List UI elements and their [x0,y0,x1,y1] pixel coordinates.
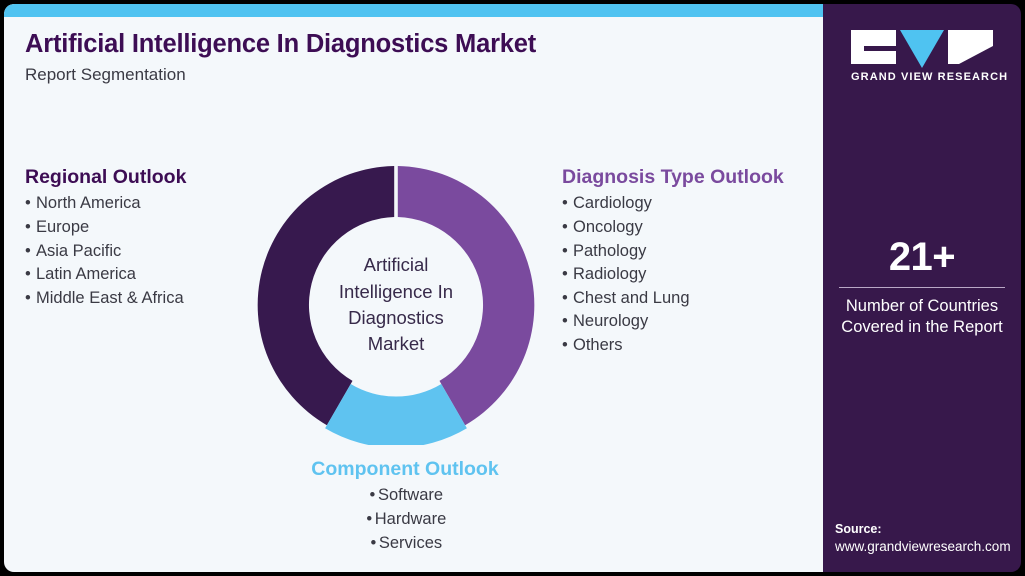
list-item-label: Services [378,533,443,552]
list-item-label: Cardiology [573,194,652,213]
countries-stat: 21+ Number of Countries Covered in the R… [835,236,1009,339]
source-label: Source: [835,521,882,536]
brand-sidebar: GRAND VIEW RESEARCH 21+ Number of Countr… [823,4,1021,572]
donut-segment-component [325,384,467,445]
bullet-icon: • [25,265,31,284]
list-item-label: Asia Pacific [36,241,122,260]
list-item: • Neurology [562,310,784,334]
regional-outlook-list: • North America • Europe • Asia Pacific • La… [25,192,186,310]
list-item-label: Radiology [573,265,647,284]
bullet-icon: • [370,533,377,552]
list-item: • Latin America [25,263,186,287]
source-block: Source: www.grandviewresearch.com [835,521,1019,556]
list-item: • Middle East & Africa [25,287,186,311]
diagnosis-type-outlook-list: • Cardiology • Oncology • Pathology • Radiol… [562,192,784,357]
list-item: •Services [300,532,510,556]
list-item: • Others [562,334,784,358]
list-item-label: Middle East & Africa [36,288,184,307]
logo-letter-g-icon [851,30,896,64]
diagnosis-type-outlook-heading: Diagnosis Type Outlook [562,166,784,188]
source-url[interactable]: www.grandviewresearch.com [835,538,1011,554]
list-item-label: Chest and Lung [573,288,690,307]
list-item-label: Europe [36,217,90,236]
list-item-label: Hardware [374,509,447,528]
bullet-icon: • [25,217,31,236]
stat-label-line-1: Number of Countries [845,297,999,315]
bullet-icon: • [25,194,31,213]
grand-view-research-logo: GRAND VIEW RESEARCH [851,30,1009,83]
logo-letter-v-triangle-icon [900,30,944,68]
regional-outlook-heading: Regional Outlook [25,166,187,188]
bullet-icon: • [25,241,31,260]
logo-marks [851,30,993,68]
diagnosis-type-outlook-block: Diagnosis Type Outlook • Cardiology • Onco… [562,166,784,358]
bullet-icon: • [562,312,568,331]
list-item: • Asia Pacific [25,240,186,264]
top-accent-bar [4,4,823,17]
bullet-icon: • [369,486,376,505]
donut-segment-diagnosis-type [397,166,535,426]
list-item-label: Neurology [573,312,649,331]
bullet-icon: • [562,217,568,236]
list-item-label: North America [36,194,141,213]
regional-outlook-block: Regional Outlook • North America • Europe … [25,166,186,310]
list-item: • Radiology [562,263,784,287]
stat-divider [839,287,1005,288]
logo-letter-r-icon [948,30,993,64]
list-item: •Software [300,484,510,508]
logo-wordmark: GRAND VIEW RESEARCH [851,71,1009,83]
list-item-label: Oncology [573,217,643,236]
list-item: • Chest and Lung [562,287,784,311]
bullet-icon: • [562,241,568,260]
list-item-label: Software [377,486,444,505]
donut-svg [257,166,535,445]
list-item: • Cardiology [562,192,784,216]
list-item: • Oncology [562,216,784,240]
stat-value: 21+ [888,235,956,279]
component-outlook-list: •Software •Hardware •Services [300,484,510,555]
bullet-icon: • [366,509,373,528]
component-outlook-block: Component Outlook •Software •Hardware •S… [300,458,510,555]
component-outlook-heading: Component Outlook [311,458,499,480]
bullet-icon: • [562,265,568,284]
stat-label-line-2: Covered in the Report [841,318,1003,337]
list-item: • North America [25,192,186,216]
list-item: • Europe [25,216,186,240]
bullet-icon: • [562,335,568,354]
bullet-icon: • [562,288,568,307]
bullet-icon: • [562,194,568,213]
header: Artificial Intelligence In Diagnostics M… [25,30,745,86]
page-title: Artificial Intelligence In Diagnostics M… [25,30,537,58]
content-card: Artificial Intelligence In Diagnostics M… [4,4,823,572]
segmentation-donut-chart: Artificial Intelligence In Diagnostics M… [256,165,536,445]
list-item-label: Pathology [573,241,647,260]
list-item: •Hardware [300,508,510,532]
list-item-label: Latin America [36,265,136,284]
list-item: • Pathology [562,240,784,264]
donut-segment-regional [257,166,395,426]
bullet-icon: • [25,288,31,307]
page-subtitle: Report Segmentation [25,65,186,85]
list-item-label: Others [573,335,623,354]
